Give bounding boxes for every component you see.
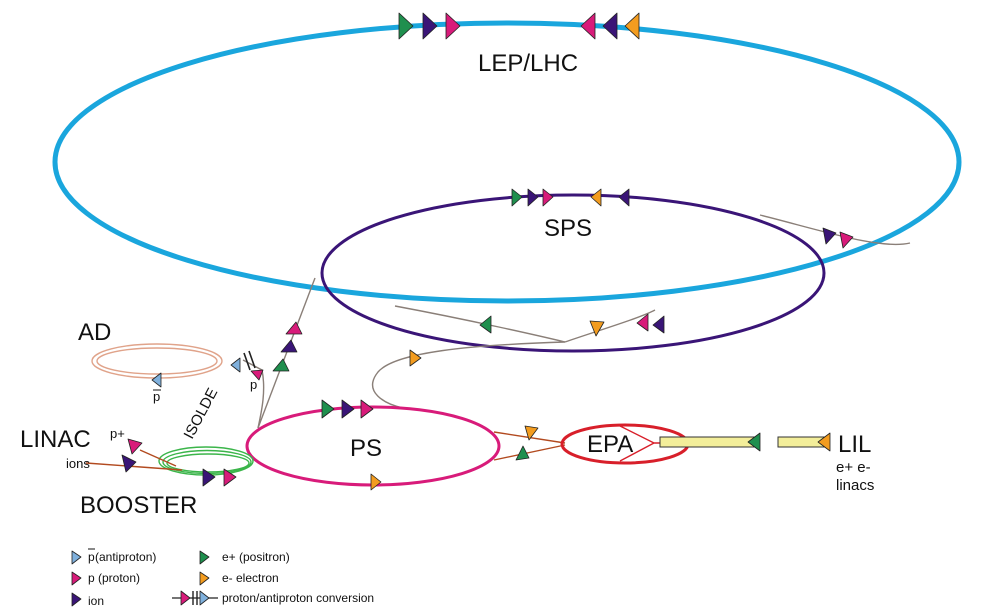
isolde-proton-label: p: [250, 377, 257, 392]
linac-proton-label: p+: [110, 426, 125, 441]
legend-ion-icon: [71, 592, 82, 607]
legend-antiproton-prefix: p: [88, 550, 95, 564]
sps-transfer-line-b: [564, 309, 656, 343]
antiproton-marker: [151, 372, 162, 388]
ion-marker: [602, 12, 618, 40]
ps-epa-line-bottom: [493, 444, 566, 461]
ion-marker: [822, 227, 837, 245]
ion-marker: [202, 468, 216, 487]
proton-marker: [285, 321, 303, 335]
linac-label: LINAC: [20, 426, 91, 453]
ps-loop-line: [371, 341, 566, 409]
ion-marker: [280, 339, 298, 353]
ad-antiproton-label: p: [153, 389, 160, 404]
proton-marker: [127, 438, 143, 455]
legend-antiproton-icon: [71, 550, 82, 565]
electron-marker: [590, 188, 602, 207]
proton-marker: [580, 12, 596, 40]
ps-to-sps-line: [257, 277, 316, 429]
electron-marker: [409, 349, 422, 367]
ad-label: AD: [78, 319, 111, 346]
electron-marker: [817, 432, 831, 452]
positron-marker: [747, 432, 761, 452]
positron-marker: [515, 445, 530, 461]
legend-ion-text: ion: [88, 594, 104, 608]
proton-marker: [250, 369, 264, 381]
lep-lhc-ring: [52, 20, 962, 304]
ion-marker: [652, 315, 665, 334]
lil-label: LIL: [838, 431, 871, 458]
ad-ring-inner: [96, 347, 218, 375]
ion-marker: [527, 188, 539, 207]
epa-label: EPA: [587, 431, 633, 458]
positron-marker: [398, 12, 414, 40]
antiproton-marker: [230, 357, 241, 373]
lil-sub-label-1: e+ e-: [836, 459, 871, 476]
sps-label: SPS: [544, 215, 592, 242]
legend-conversion-text: proton/antiproton conversion: [222, 591, 374, 605]
legend-positron-icon: [199, 550, 210, 565]
legend-positron-text: e+ (positron): [222, 550, 290, 564]
ion-marker: [422, 12, 438, 40]
proton-marker: [636, 313, 649, 332]
ad-ring-outer: [91, 343, 223, 379]
proton-marker: [223, 468, 237, 487]
electron-marker: [624, 12, 640, 40]
legend-electron-text: e- electron: [222, 571, 279, 585]
proton-marker: [839, 231, 854, 249]
positron-marker: [511, 188, 523, 207]
lil-sub-label-2: linacs: [836, 477, 874, 494]
particle-markers: [121, 12, 854, 491]
sps-transfer-line-a: [394, 305, 566, 343]
booster-label: BOOSTER: [80, 492, 197, 519]
proton-marker: [445, 12, 461, 40]
positron-marker: [321, 399, 335, 419]
lep-lhc-label: LEP/LHC: [478, 50, 578, 77]
legend-antiproton-text: (antiproton): [95, 550, 156, 564]
lil-linac-bar-long: [659, 436, 759, 448]
legend: p (antiproton) p (proton) ion e+ (positr…: [71, 548, 374, 608]
positron-marker: [272, 358, 290, 372]
legend-electron-icon: [199, 571, 210, 586]
ps-label: PS: [350, 435, 382, 462]
electron-marker: [589, 320, 605, 337]
conversion-tick-icon: [243, 350, 256, 371]
electron-marker: [370, 473, 382, 491]
electron-marker: [524, 425, 539, 441]
sps-ring: [320, 193, 826, 353]
ion-marker: [341, 399, 355, 419]
ion-marker: [618, 188, 630, 207]
legend-proton-text: p (proton): [88, 571, 140, 585]
linac-ions-label: ions: [66, 456, 90, 471]
proton-marker: [360, 399, 374, 419]
positron-marker: [479, 315, 492, 334]
isolde-label: ISOLDE: [181, 385, 222, 442]
ion-marker: [121, 454, 137, 473]
legend-conversion-icon: [172, 590, 218, 606]
linac-ions-line: [85, 462, 183, 471]
proton-marker: [542, 188, 554, 207]
linac-proton-line: [139, 449, 177, 467]
legend-proton-icon: [71, 571, 82, 586]
